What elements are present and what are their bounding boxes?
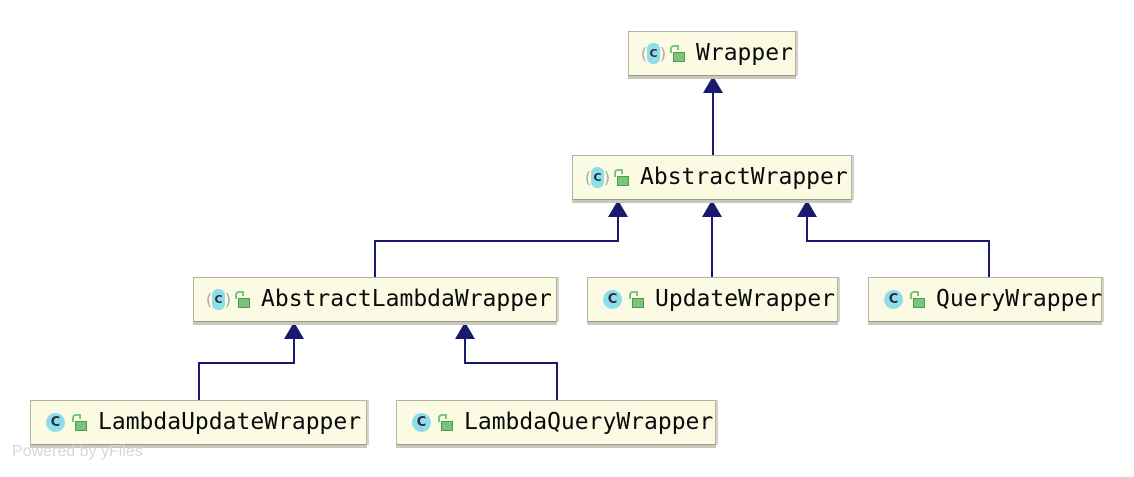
arrowhead-abstract-wrapper-right (797, 200, 817, 217)
edge-query-wrapper-drop (806, 217, 808, 241)
edge-abstract-wrapper-to-wrapper (712, 93, 714, 155)
arrowhead-abstract-wrapper-left (608, 200, 628, 217)
class-node-query-wrapper[interactable]: C QueryWrapper (868, 277, 1102, 322)
abstract-class-c-icon: ( C ) (205, 289, 232, 310)
edge-query-wrapper-horizontal (806, 240, 990, 242)
class-node-label: LambdaUpdateWrapper (98, 409, 362, 435)
class-node-label: AbstractWrapper (640, 164, 848, 190)
arrowhead-abstract-wrapper-middle (702, 200, 722, 217)
edge-update-wrapper-to-abstract-wrapper (711, 217, 713, 277)
open-padlock-icon (670, 45, 685, 62)
node-icons: ( C ) (640, 43, 685, 64)
yfiles-watermark: Powered by yFiles (12, 443, 143, 460)
class-c-icon: C (411, 412, 432, 433)
edge-lambda-query-wrapper-horizontal (464, 362, 558, 364)
class-node-label: QueryWrapper (936, 286, 1103, 312)
arrowhead-abstract-lambda-wrapper-left (284, 322, 304, 339)
node-icons: ( C ) (584, 167, 629, 188)
edge-abstract-lambda-wrapper-riser (374, 240, 376, 277)
class-node-label: LambdaQueryWrapper (464, 409, 714, 435)
open-padlock-icon (72, 414, 87, 431)
class-node-lambda-update-wrapper[interactable]: C LambdaUpdateWrapper (30, 400, 367, 445)
class-node-update-wrapper[interactable]: C UpdateWrapper (587, 277, 838, 322)
arrowhead-abstract-lambda-wrapper-right (455, 322, 475, 339)
class-c-icon: C (602, 289, 623, 310)
abstract-class-c-icon: ( C ) (584, 167, 611, 188)
node-icons: C (602, 289, 644, 310)
class-node-label: UpdateWrapper (655, 286, 836, 312)
edge-lambda-query-wrapper-riser (556, 362, 558, 400)
abstract-class-c-icon: ( C ) (640, 43, 667, 64)
class-node-wrapper[interactable]: ( C ) Wrapper (628, 31, 796, 76)
open-padlock-icon (438, 414, 453, 431)
edge-abstract-lambda-wrapper-horizontal (374, 240, 619, 242)
class-c-icon: C (45, 412, 66, 433)
edge-lambda-update-wrapper-horizontal (198, 362, 295, 364)
arrowhead-wrapper (703, 76, 723, 93)
open-padlock-icon (910, 291, 925, 308)
class-node-label: Wrapper (696, 40, 793, 66)
edge-lambda-query-wrapper-drop (464, 339, 466, 363)
class-node-abstract-lambda-wrapper[interactable]: ( C ) AbstractLambdaWrapper (193, 277, 557, 322)
edge-lambda-update-wrapper-riser (198, 362, 200, 400)
edge-query-wrapper-riser (988, 240, 990, 277)
node-icons: C (411, 412, 453, 433)
open-padlock-icon (235, 291, 250, 308)
edge-lambda-update-wrapper-drop (293, 339, 295, 363)
open-padlock-icon (629, 291, 644, 308)
edge-abstract-lambda-wrapper-drop (617, 217, 619, 241)
open-padlock-icon (614, 169, 629, 186)
class-node-label: AbstractLambdaWrapper (261, 286, 552, 312)
class-node-abstract-wrapper[interactable]: ( C ) AbstractWrapper (572, 155, 852, 200)
node-icons: C (45, 412, 87, 433)
node-icons: C (883, 289, 925, 310)
class-c-icon: C (883, 289, 904, 310)
class-node-lambda-query-wrapper[interactable]: C LambdaQueryWrapper (396, 400, 716, 445)
node-icons: ( C ) (205, 289, 250, 310)
